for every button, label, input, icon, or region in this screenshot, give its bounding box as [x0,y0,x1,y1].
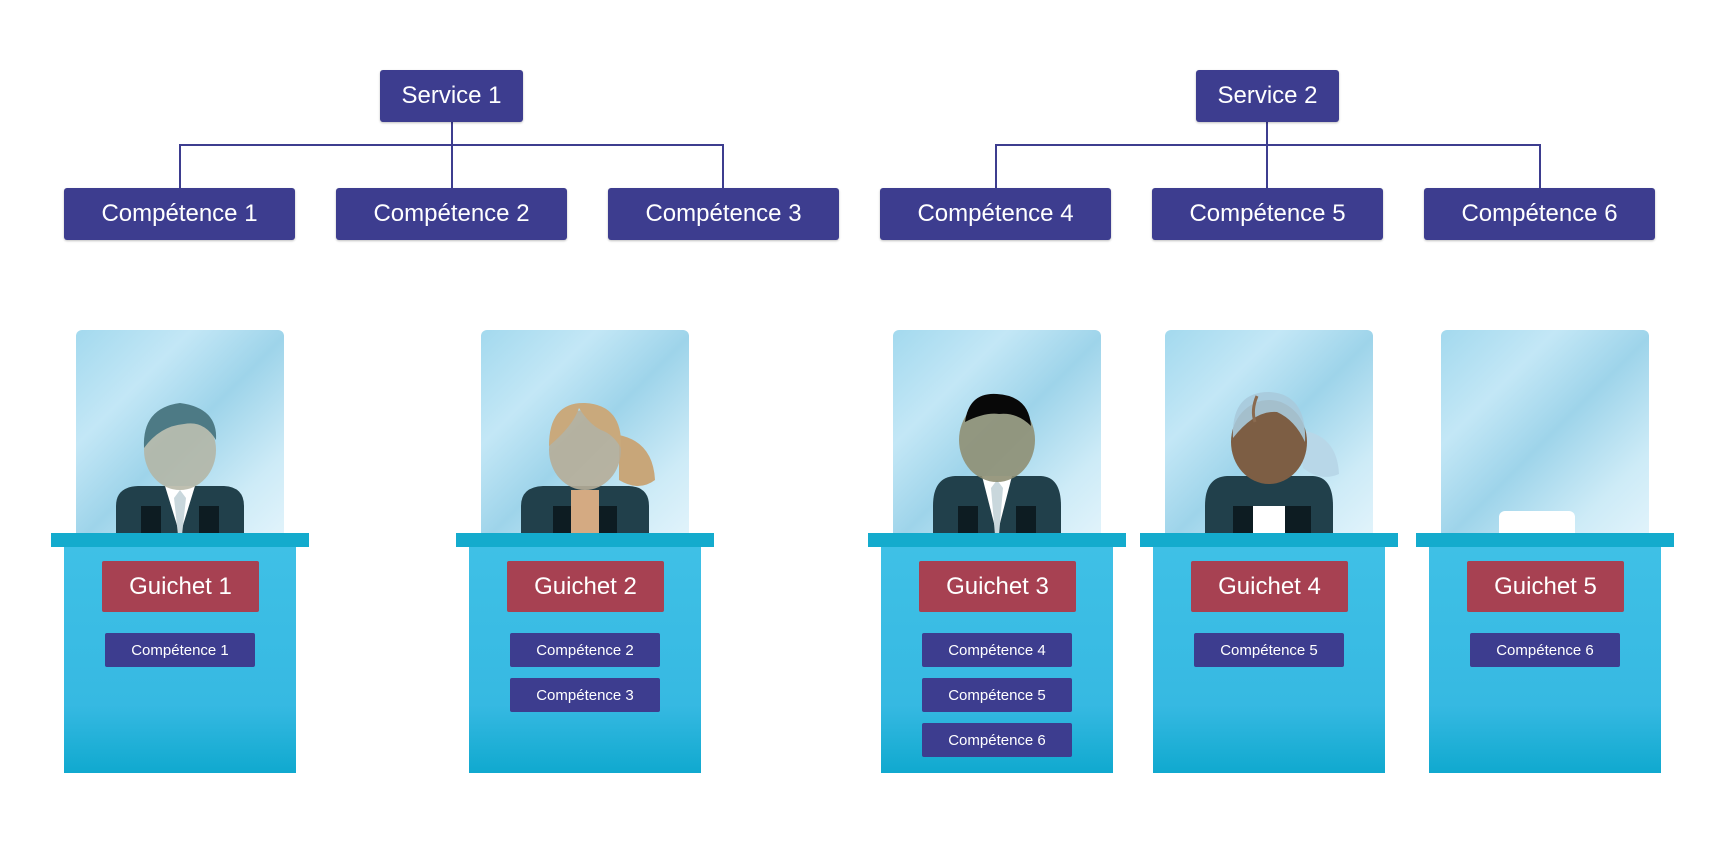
competence-2-box: Compétence 2 [336,188,567,240]
guichet-2-counter: Guichet 2 Compétence 2 Compétence 3 [469,547,701,773]
agent-man-dark-hair-icon [933,393,1061,535]
guichet-5-counter-top [1416,533,1674,547]
guichet-5-glass-panel [1441,330,1649,535]
service-1-box: Service 1 [380,70,523,122]
service-2-label: Service 2 [1217,82,1318,109]
guichet-4-counter: Guichet 4 Compétence 5 [1153,547,1385,773]
competence-chip: Compétence 5 [922,678,1072,712]
agent-man-icon [116,403,244,535]
competence-1-box: Compétence 1 [64,188,295,240]
service-1-label: Service 1 [401,82,502,109]
competence-5-box: Compétence 5 [1152,188,1383,240]
guichet-5-label: Guichet 5 [1467,561,1624,612]
guichet-4-competences: Compétence 5 [1153,633,1385,667]
guichet-3-glass-panel [893,330,1101,535]
guichet-1-competences: Compétence 1 [64,633,296,667]
guichet-1-counter-top [51,533,309,547]
competence-chip: Compétence 2 [510,633,660,667]
service-2-box: Service 2 [1196,70,1339,122]
competence-chip: Compétence 4 [922,633,1072,667]
guichet-3-label: Guichet 3 [919,561,1076,612]
guichet-2-glass-panel [481,330,689,535]
guichet-2-competences: Compétence 2 Compétence 3 [469,633,701,712]
competence-4-box: Compétence 4 [880,188,1111,240]
competence-label: Compétence 4 [917,200,1074,227]
competence-chip: Compétence 5 [1194,633,1344,667]
guichet-5-counter: Guichet 5 Compétence 6 [1429,547,1661,773]
empty-counter-sign [1499,511,1575,535]
competence-chip: Compétence 3 [510,678,660,712]
guichet-1-counter: Guichet 1 Compétence 1 [64,547,296,773]
guichet-1-glass-panel [76,330,284,535]
competence-chip: Compétence 6 [1470,633,1620,667]
competence-3-box: Compétence 3 [608,188,839,240]
competence-chip: Compétence 1 [105,633,255,667]
guichet-2-counter-top [456,533,714,547]
guichet-4-glass-panel [1165,330,1373,535]
competence-label: Compétence 6 [1461,200,1618,227]
guichet-3-counter: Guichet 3 Compétence 4 Compétence 5 Comp… [881,547,1113,773]
competence-chip: Compétence 6 [922,723,1072,757]
competence-label: Compétence 3 [645,200,802,227]
guichet-3-counter-top [868,533,1126,547]
competence-label: Compétence 1 [101,200,258,227]
guichet-1-label: Guichet 1 [102,561,259,612]
agent-woman-ponytail-icon [521,402,655,535]
competence-label: Compétence 2 [373,200,530,227]
guichet-4-counter-top [1140,533,1398,547]
competence-label: Compétence 5 [1189,200,1346,227]
guichet-3-competences: Compétence 4 Compétence 5 Compétence 6 [881,633,1113,757]
competence-6-box: Compétence 6 [1424,188,1655,240]
guichet-2-label: Guichet 2 [507,561,664,612]
guichet-4-label: Guichet 4 [1191,561,1348,612]
agent-woman-grey-hair-icon [1205,392,1339,535]
guichet-5-competences: Compétence 6 [1429,633,1661,667]
